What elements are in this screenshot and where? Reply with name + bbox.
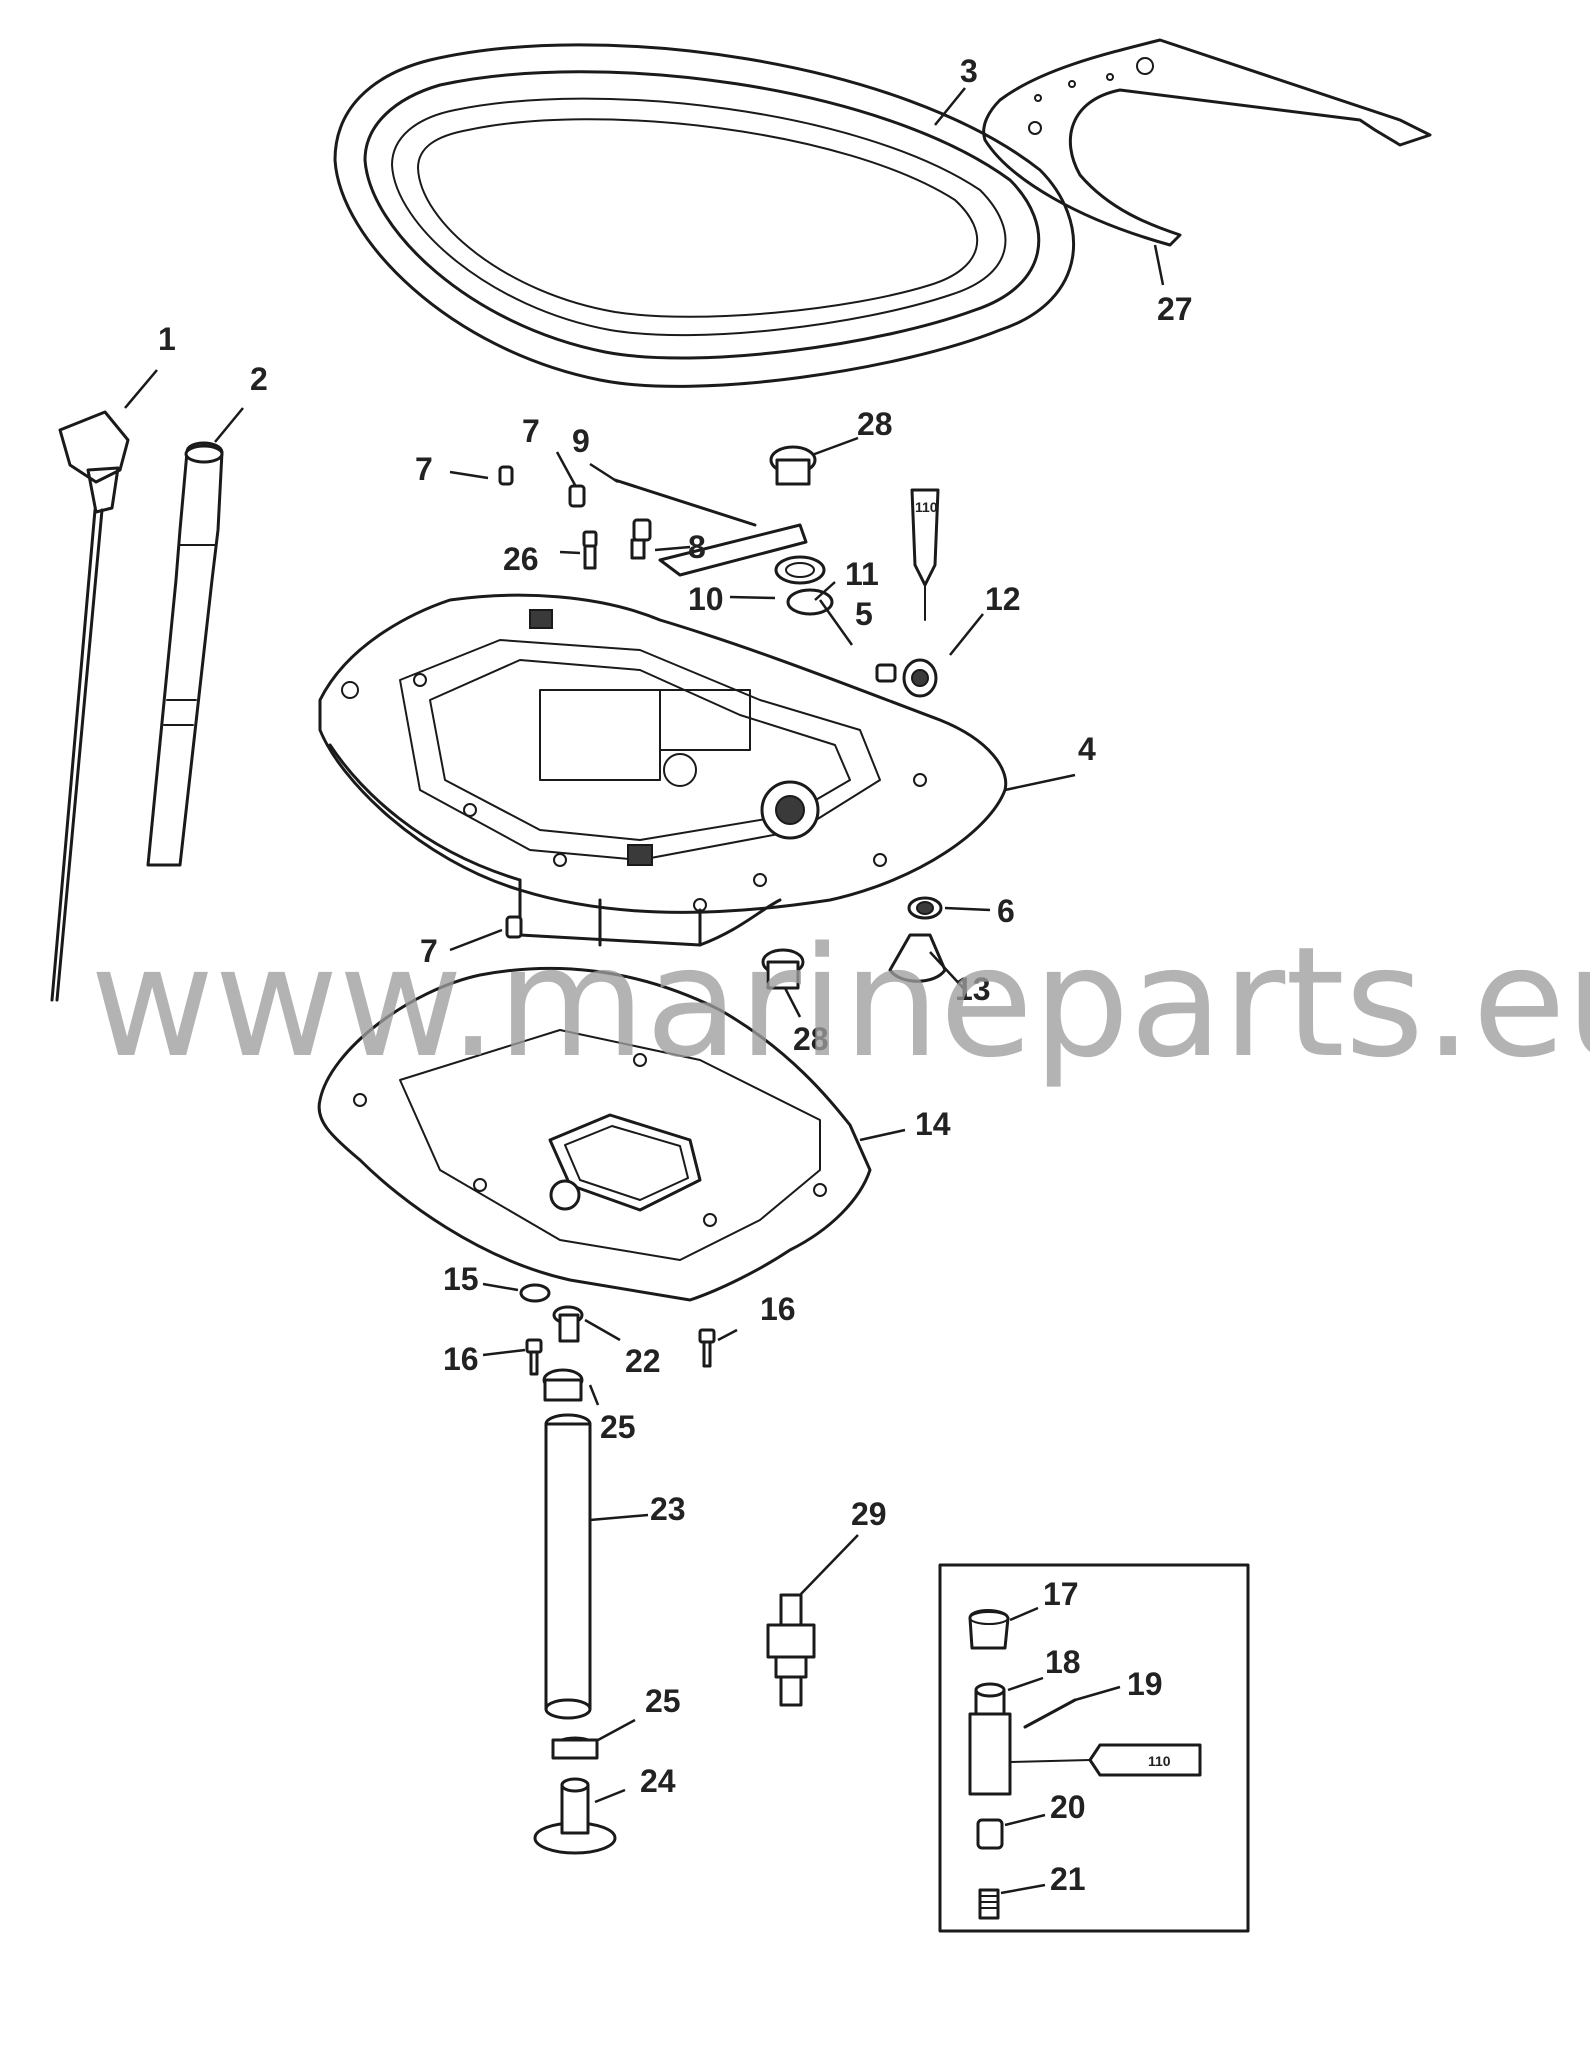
callout-27: 27 xyxy=(1157,291,1193,327)
callout-3: 3 xyxy=(960,53,978,89)
callout-29: 29 xyxy=(851,1496,887,1532)
sealant-tube-label-inset: 110 xyxy=(1148,1753,1171,1769)
fastener-parts xyxy=(498,465,947,983)
callout-16a: 16 xyxy=(760,1291,796,1327)
callout-20: 20 xyxy=(1050,1789,1086,1825)
callout-1: 1 xyxy=(158,321,176,357)
inset-detail-box: 110 xyxy=(938,1563,1250,1933)
gasket-plate-part-27 xyxy=(982,38,1432,247)
adaptor-plate-part-4 xyxy=(318,593,1008,947)
callout-5: 5 xyxy=(855,596,873,632)
callout-28b: 28 xyxy=(793,1021,829,1057)
callout-labels: 1 2 3 4 5 6 7 7 7 7 8 9 10 11 12 13 14 1… xyxy=(158,53,1193,1897)
sealant-tube-label-upper: 110 xyxy=(915,499,938,515)
sealant-tube-upper: 110 xyxy=(910,488,940,621)
callout-6: 6 xyxy=(997,893,1015,929)
callout-11: 11 xyxy=(845,556,879,592)
callout-25a: 25 xyxy=(600,1409,636,1445)
callout-12: 12 xyxy=(985,581,1021,617)
callout-13: 13 xyxy=(955,971,991,1007)
callout-24: 24 xyxy=(640,1763,676,1799)
callout-26: 26 xyxy=(503,541,539,577)
seal-ring-part-3 xyxy=(333,43,1076,388)
callout-4: 4 xyxy=(1078,731,1096,767)
callout-8: 8 xyxy=(688,529,706,565)
callout-16b: 16 xyxy=(443,1341,479,1377)
callout-23: 23 xyxy=(650,1491,686,1527)
pickup-tube-assembly xyxy=(533,1368,617,1855)
drain-plug-parts-28 xyxy=(761,445,817,990)
dipstick-tube-part-2 xyxy=(146,441,224,867)
callout-14: 14 xyxy=(915,1106,951,1142)
callout-17: 17 xyxy=(1043,1576,1079,1612)
fitting-part-29 xyxy=(766,1593,816,1707)
hardware-parts-15-16-22 xyxy=(519,1283,716,1376)
callout-22: 22 xyxy=(625,1343,661,1379)
callout-28a: 28 xyxy=(857,406,893,442)
callout-18: 18 xyxy=(1045,1644,1081,1680)
callout-15: 15 xyxy=(443,1261,479,1297)
callout-21: 21 xyxy=(1050,1861,1086,1897)
callout-7b: 7 xyxy=(522,413,540,449)
dipstick-part-1 xyxy=(50,410,130,1002)
callout-19: 19 xyxy=(1127,1666,1163,1702)
callout-7c: 7 xyxy=(420,933,438,969)
callout-10: 10 xyxy=(688,581,724,617)
callout-2: 2 xyxy=(250,361,268,397)
callout-7a: 7 xyxy=(415,451,433,487)
gasket-part-14 xyxy=(317,966,872,1302)
callout-9: 9 xyxy=(572,423,590,459)
leader-lines xyxy=(124,87,1165,1895)
watermark: www.marineparts.eu xyxy=(90,914,1590,1091)
callout-25b: 25 xyxy=(645,1683,681,1719)
